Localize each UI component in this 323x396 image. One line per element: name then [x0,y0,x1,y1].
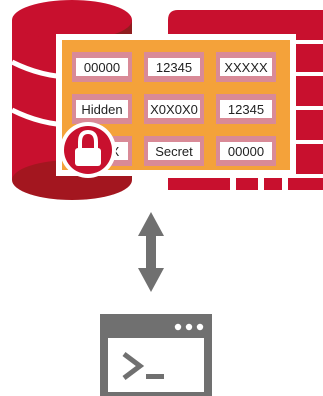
masked-cell-label-bg [148,142,200,160]
terminal-window-icon [100,314,212,396]
lock-icon [60,122,116,178]
masked-cell-label-bg [76,100,128,118]
masked-cell-value: 00000 [228,144,264,159]
masked-cell-label-bg [220,58,272,76]
masked-cell-label-bg [76,58,128,76]
bidirectional-arrow-icon [138,212,164,292]
masked-cell-value: Secret [155,144,193,159]
masked-cell-value: 12345 [228,102,264,117]
masked-cell-value: Hidden [81,102,122,117]
masked-cell-value: XXXXX [224,60,268,75]
masked-cell-value: 12345 [156,60,192,75]
masked-cell-label-bg [220,142,272,160]
masked-cell-label-bg [148,58,200,76]
masked-cell-value: 00000 [84,60,120,75]
masked-cell-label-bg [220,100,272,118]
masked-cell-value: X0X0X0 [150,102,198,117]
masked-cell-label-bg [148,100,200,118]
